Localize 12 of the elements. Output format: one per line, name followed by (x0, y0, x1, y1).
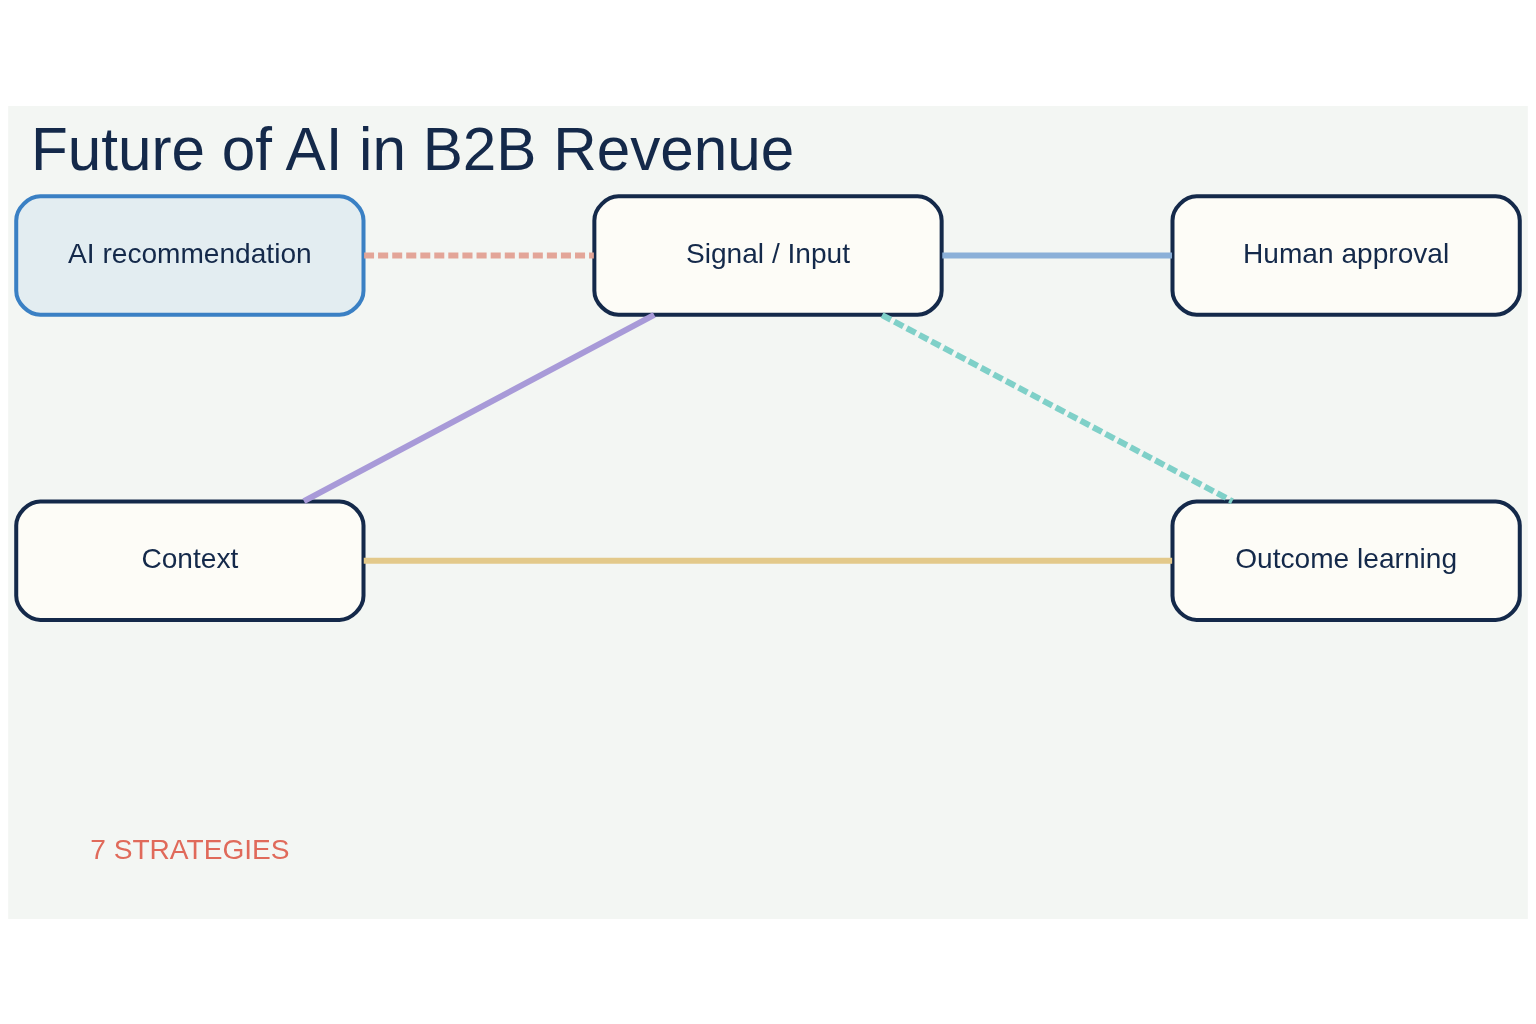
connector (302, 311, 656, 504)
diagram-title: Future of AI in B2B Revenue (31, 114, 795, 183)
node-box: Signal / Input (592, 193, 944, 317)
node-box: Human approval (1170, 193, 1522, 317)
connector (364, 252, 594, 259)
node-box: Context (14, 498, 366, 622)
node-box: AI recommendation (14, 193, 366, 317)
label: 7 STRATEGIES (90, 833, 290, 865)
connector (363, 557, 1173, 564)
connector (880, 311, 1234, 504)
node-box: Outcome learning (1170, 498, 1522, 622)
connector (942, 252, 1172, 259)
